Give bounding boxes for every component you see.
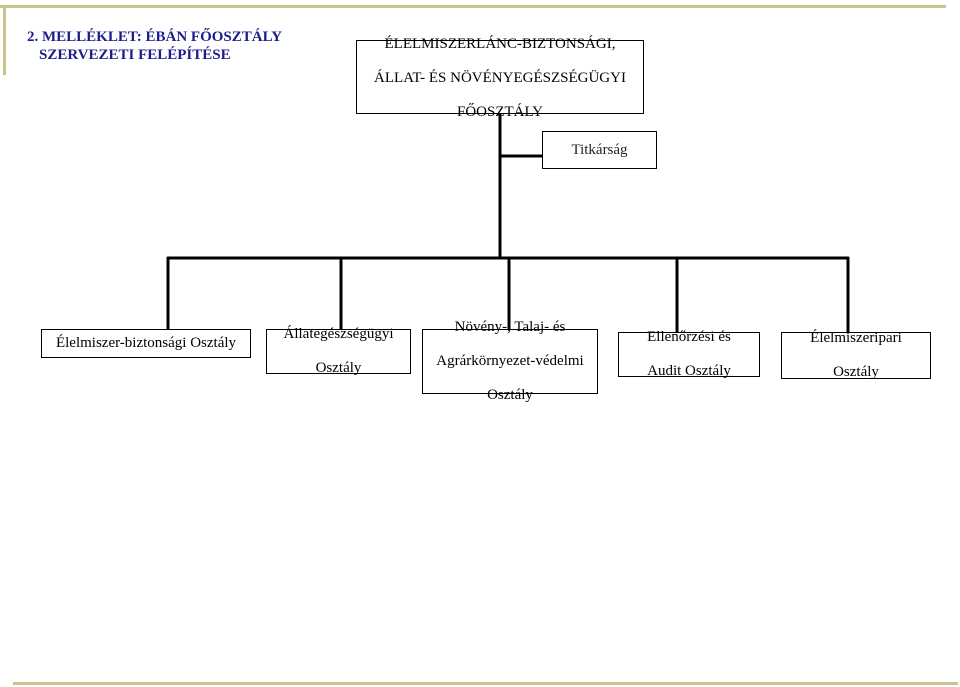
org-node-department-line: Osztály bbox=[833, 364, 879, 380]
org-node-department-line: Osztály bbox=[315, 360, 362, 376]
org-node-department-line: Ellenőrzési és bbox=[647, 329, 731, 345]
org-node-secretariat: Titkárság bbox=[542, 131, 657, 169]
org-node-department-line: Audit Osztály bbox=[647, 363, 731, 379]
frame-left-rule bbox=[3, 5, 6, 75]
org-node-root: ÉLELMISZERLÁNC-BIZTONSÁGI, ÁLLAT- ÉS NÖV… bbox=[356, 36, 644, 120]
org-node-root-line-1: ÉLELMISZERLÁNC-BIZTONSÁGI, bbox=[384, 35, 616, 52]
page-title-line-2: SZERVEZETI FELÉPÍTÉSE bbox=[39, 47, 231, 63]
page-title-line-1: 2. MELLÉKLET: ÉBÁN FŐOSZTÁLY bbox=[27, 29, 283, 45]
org-node-department-line: Élelmiszer-biztonsági Osztály bbox=[55, 335, 237, 351]
org-node-root-line-3: FŐOSZTÁLY bbox=[456, 103, 543, 120]
org-node-department: Állategészségügyi Osztály bbox=[266, 326, 411, 376]
org-node-department: Élelmiszer-biztonsági Osztály bbox=[41, 329, 251, 358]
org-node-department: Növény-, Talaj- és Agrárkörnyezet-védelm… bbox=[422, 319, 598, 403]
org-node-secretariat-label: Titkárság bbox=[571, 141, 628, 158]
org-node-department: Élelmiszeripari Osztály bbox=[781, 330, 931, 380]
org-node-department-line: Agrárkörnyezet-védelmi bbox=[436, 353, 584, 369]
org-node-department: Ellenőrzési és Audit Osztály bbox=[618, 329, 760, 379]
org-node-department-line: Állategészségügyi bbox=[283, 326, 394, 342]
page-title: 2. MELLÉKLET: ÉBÁN FŐOSZTÁLY SZERVEZETI … bbox=[27, 28, 282, 64]
org-node-department-line: Osztály bbox=[487, 387, 533, 403]
frame-bottom-rule bbox=[13, 682, 958, 685]
org-node-root-line-2: ÁLLAT- ÉS NÖVÉNYEGÉSZSÉGÜGYI bbox=[374, 69, 626, 86]
frame-top-rule bbox=[0, 5, 946, 8]
org-node-department-line: Élelmiszeripari bbox=[810, 330, 902, 346]
org-node-department-line: Növény-, Talaj- és bbox=[454, 319, 566, 335]
